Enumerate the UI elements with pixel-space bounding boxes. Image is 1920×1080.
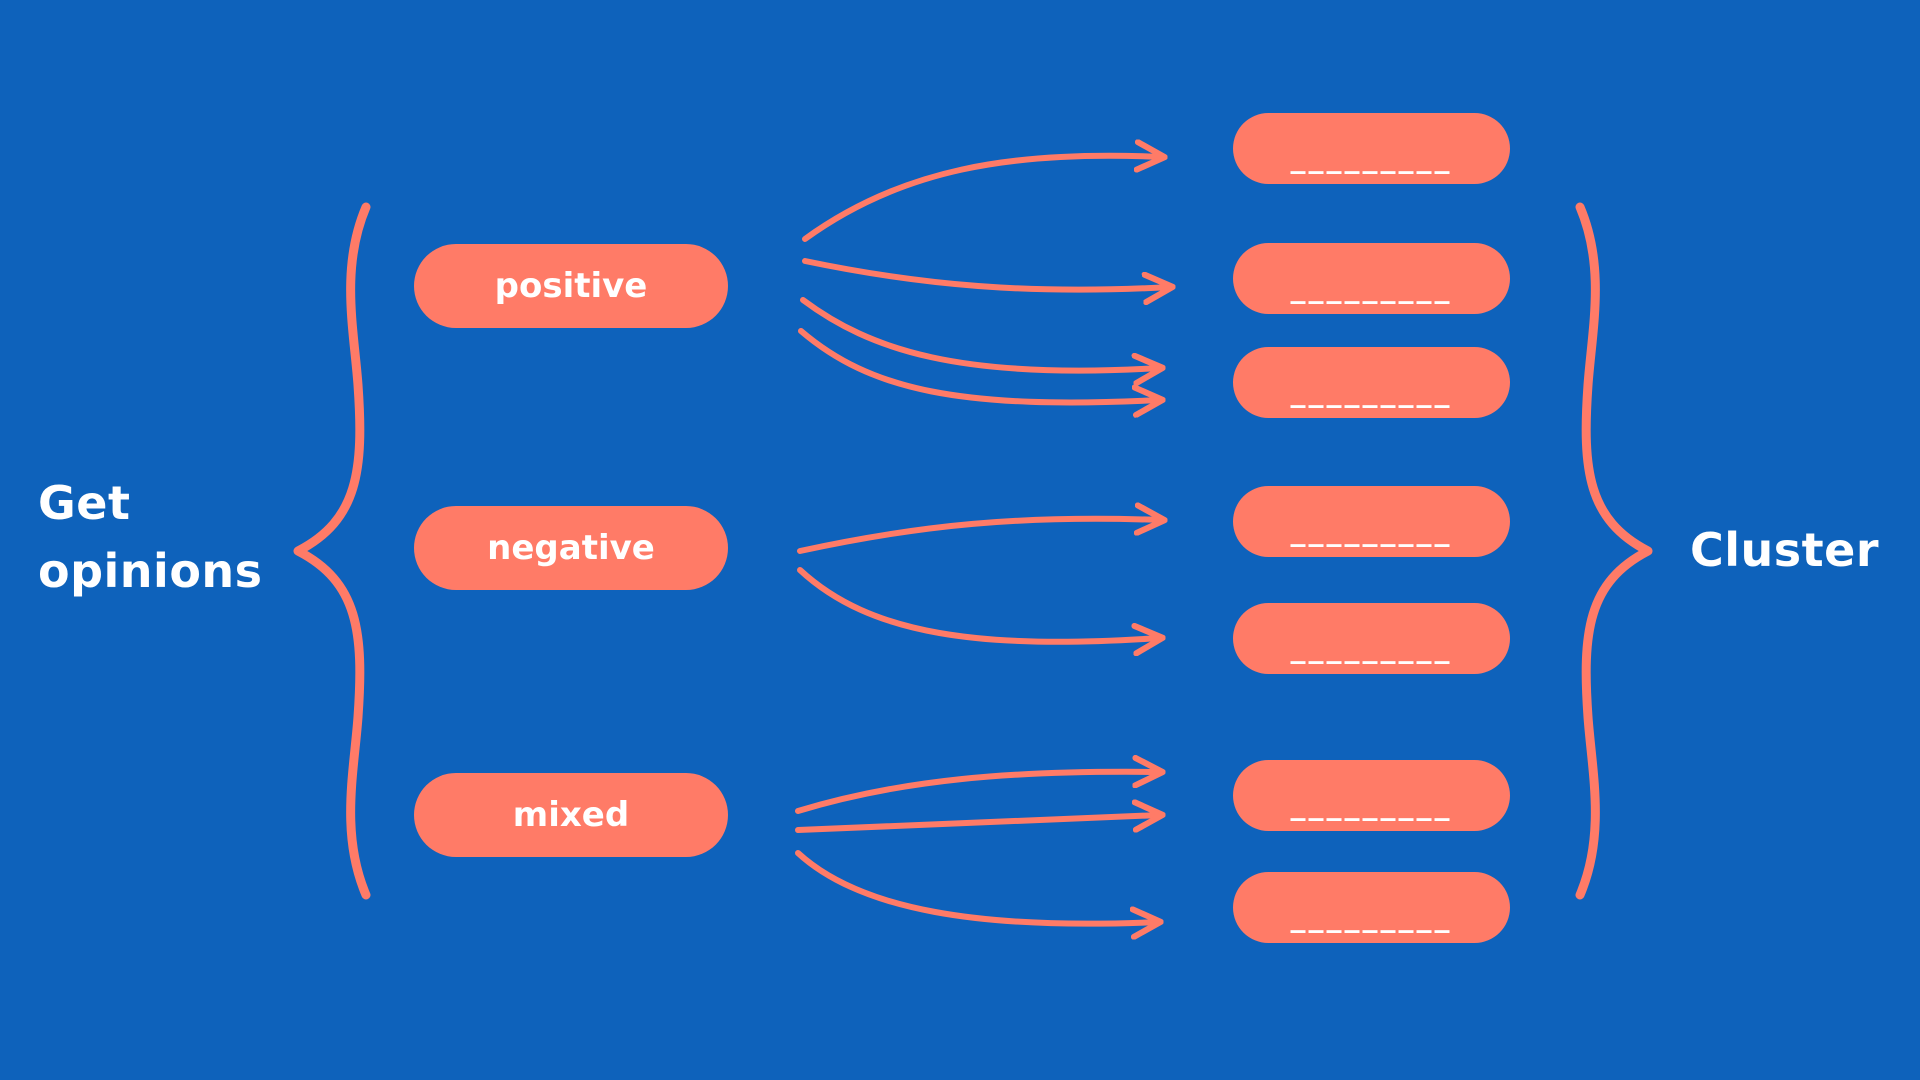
cluster-pill-2: _________ [1233,243,1510,314]
arrow-mixed-1 [795,772,1160,814]
get-opinions-line-1: Get [38,476,131,530]
right-brace [1575,202,1653,900]
get-opinions-label: Get opinions [38,469,298,605]
arrow-negative-1 [797,519,1162,554]
get-opinions-line-2: opinions [38,544,263,598]
cluster-pill-6: _________ [1233,760,1510,831]
arrow-negative-2 [797,567,1160,642]
cluster-pill-1: _________ [1233,113,1510,184]
cluster-pill-7: _________ [1233,872,1510,943]
cluster-pill-3: _________ [1233,347,1510,418]
category-negative-pill: negative [414,506,728,590]
arrow-positive-3 [800,297,1160,371]
category-positive-pill: positive [414,244,728,328]
category-mixed-pill: mixed [414,773,728,857]
arrow-positive-1 [802,156,1162,242]
cluster-label: Cluster [1690,523,1880,577]
left-brace [293,202,371,900]
arrow-mixed-3 [795,850,1158,924]
arrow-mixed-2 [795,815,1160,833]
cluster-pill-4: _________ [1233,486,1510,557]
cluster-pill-5: _________ [1233,603,1510,674]
arrow-positive-4 [798,328,1160,402]
arrow-positive-2 [802,258,1170,290]
